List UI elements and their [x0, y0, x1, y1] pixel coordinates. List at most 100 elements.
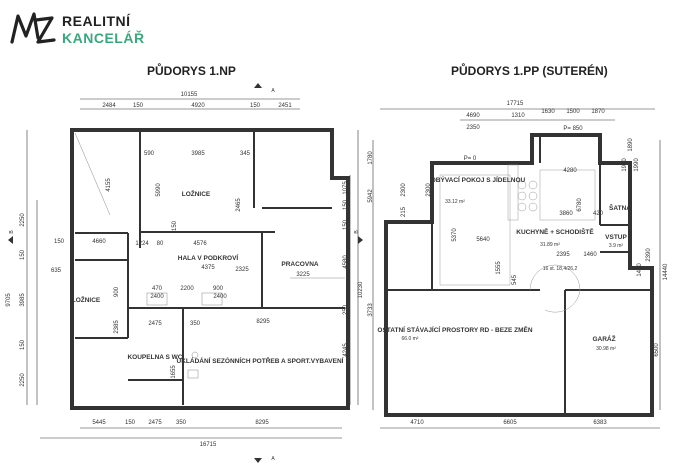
p2-dim-2300a: 2300 — [401, 183, 407, 197]
plan2-dimension-lines — [372, 108, 661, 429]
dim-left-150b: 150 — [20, 339, 26, 350]
p2-dim-3860: 3860 — [559, 211, 573, 217]
dim-top-d: 150 — [250, 103, 261, 109]
dim-top-total: 10155 — [181, 92, 198, 98]
dim-left-2250b: 2250 — [20, 373, 26, 387]
plan1-title: PŮDORYS 1.NP — [147, 64, 236, 78]
p2-p850: P= 850 — [563, 126, 583, 132]
p2-dim-2350: 2350 — [466, 125, 480, 131]
dim-8295: 8295 — [256, 319, 270, 325]
dim-bot-150a: 150 — [125, 420, 136, 426]
p2-dim-4280: 4280 — [563, 168, 577, 174]
p2-p0: P= 0 — [464, 156, 477, 162]
dim-right-250: 250 — [343, 304, 349, 315]
p2-dim-5640: 5640 — [476, 237, 490, 243]
dim-bot-5445: 5445 — [92, 420, 106, 426]
dim-top-b: 150 — [133, 103, 144, 109]
room-obyvaci: OBÝVACÍ POKOJ S JÍDELNOU — [431, 175, 526, 184]
dim-150a: 150 — [172, 220, 178, 231]
room-garaz-area: 30.98 m² — [596, 346, 616, 352]
section-label-bottom: A — [271, 456, 275, 462]
plan2-furniture — [439, 164, 596, 313]
p2-dim-right-1930: 1930 — [622, 158, 628, 172]
dim-3225: 3225 — [296, 272, 310, 278]
p2-dim-right-1450: 1450 — [637, 263, 643, 277]
dim-3985: 3985 — [191, 151, 205, 157]
dim-left-2250a: 2250 — [20, 213, 26, 227]
p2-dim-1460: 1460 — [583, 252, 597, 258]
dim-left-9705: 9705 — [6, 293, 12, 307]
dim-right-150: 150 — [343, 199, 349, 210]
room-satna: ŠATNA — [609, 203, 631, 212]
dim-2465: 2465 — [236, 198, 242, 212]
section-arrow-top — [254, 83, 262, 88]
p2-dim-2395: 2395 — [556, 252, 570, 258]
dim-right-1075: 1075 — [343, 181, 349, 195]
brand-line-2: KANCELÁŘ — [62, 30, 145, 46]
plan1-outer-walls — [70, 128, 350, 410]
dim-1655: 1655 — [171, 365, 177, 379]
dim-590: 590 — [144, 151, 155, 157]
plan1-inner-walls — [75, 132, 345, 405]
dim-4155: 4155 — [106, 178, 112, 192]
dim-bot-total: 16715 — [200, 442, 217, 448]
p2-dim-1555: 1555 — [496, 261, 502, 275]
p2-dim-bot-6605: 6605 — [503, 420, 517, 426]
room-ostatni-area: 66.0 m² — [402, 336, 419, 342]
dim-right-4245: 4245 — [343, 343, 349, 357]
p2-dim-6780: 6780 — [577, 198, 583, 212]
dim-1224: 1224 — [135, 241, 149, 247]
dim-900a: 900 — [114, 286, 120, 297]
p2-dim-right-1890: 1890 — [628, 138, 634, 152]
section-arrow-right — [358, 236, 363, 244]
dim-2325: 2325 — [235, 267, 249, 273]
p2-dim-5370: 5370 — [452, 228, 458, 242]
dim-345: 345 — [240, 151, 251, 157]
dim-right-10230: 10230 — [358, 281, 364, 298]
p2-dim-right-2390: 2390 — [646, 248, 652, 262]
dim-470: 470 — [152, 286, 163, 292]
dim-bot-8295: 8295 — [255, 420, 269, 426]
room-koupelna: KOUPELNA S WC — [127, 354, 182, 361]
dim-150b: 150 — [54, 239, 65, 245]
p2-dim-420: 420 — [593, 211, 604, 217]
p2-dim-1310: 1310 — [511, 113, 525, 119]
plan1-dimension-lines — [26, 98, 359, 439]
plan2-outer-walls — [384, 133, 654, 417]
p2-dim-bot-4710: 4710 — [410, 420, 424, 426]
dim-4375: 4375 — [201, 265, 215, 271]
dim-left-150a: 150 — [20, 249, 26, 260]
room-loznice-left: LOŽNICE — [72, 295, 101, 304]
brand-logo-mark — [10, 12, 56, 44]
dim-4660: 4660 — [92, 239, 106, 245]
p2-dim-top-total: 17715 — [507, 101, 524, 107]
room-vstup-area: 3.9 m² — [609, 243, 624, 249]
p2-dim-1870: 1870 — [591, 109, 605, 115]
p2-dim-right-1990: 1990 — [634, 158, 640, 172]
plan2-inner-walls — [386, 135, 652, 415]
stairs-label: 16 st. 18,4/26,2 — [543, 266, 578, 272]
p2-dim-545: 545 — [512, 274, 518, 285]
section-label-left: B — [9, 230, 15, 234]
dim-2385: 2385 — [114, 320, 120, 334]
p2-dim-1500: 1500 — [566, 109, 580, 115]
dim-2400a: 2400 — [150, 294, 164, 300]
room-kuchyne: KUCHYNĚ + SCHODIŠTĚ — [516, 227, 594, 236]
dim-900b: 900 — [213, 286, 224, 292]
p2-dim-2300b: 2300 — [426, 183, 432, 197]
section-arrow-bottom — [254, 458, 262, 463]
room-pracovna: PRACOVNA — [281, 261, 319, 268]
dim-right-150b: 150 — [343, 219, 349, 230]
p2-dim-bot-6383: 6383 — [593, 420, 607, 426]
p2-dim-right-6500: 6500 — [654, 343, 660, 357]
p2-dim-left-3733: 3733 — [368, 303, 374, 317]
dim-2475: 2475 — [148, 321, 162, 327]
dim-bot-350: 350 — [176, 420, 187, 426]
brand-name: REALITNÍ KANCELÁŘ — [62, 13, 145, 47]
brand-line-1: REALITNÍ — [62, 13, 131, 29]
room-kuchyne-area: 31.89 m² — [540, 242, 560, 248]
room-loznice-top: LOŽNICE — [182, 189, 211, 198]
dim-635: 635 — [51, 268, 62, 274]
p2-dim-1630: 1630 — [541, 109, 555, 115]
